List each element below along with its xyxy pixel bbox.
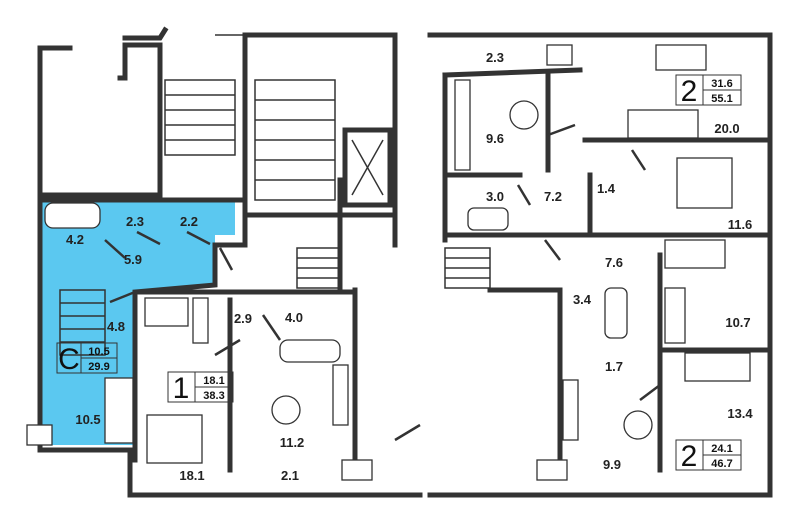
room-area-living: 10.5: [75, 412, 100, 427]
room-area-bathroom: 3.4: [573, 292, 592, 307]
apartment-type: 2: [681, 440, 698, 473]
kitchen-counter: [454, 79, 471, 171]
elevator-icon: [342, 127, 393, 208]
walls-left: [37, 26, 423, 498]
room-area-kitchen: 4.8: [107, 319, 125, 334]
desk-icon: [144, 297, 189, 327]
room-area-wc: 2.2: [180, 214, 198, 229]
doors: [104, 123, 661, 442]
room-area-hall: 7.2: [544, 189, 562, 204]
kitchen-counter: [562, 379, 579, 441]
room-area-kitchen: 9.6: [486, 131, 504, 146]
sofa-icon: [104, 377, 134, 444]
room-labels: 4.2 2.3 2.2 5.9 4.8 10.5 2.9 4.0 11.2 18…: [66, 50, 753, 483]
room-area-kitchen: 9.9: [603, 457, 621, 472]
bed-icon: [146, 414, 203, 464]
sofa-icon: [684, 352, 751, 382]
stairs: [59, 79, 491, 356]
total-area: 55.1: [711, 93, 732, 105]
vent-icon: [341, 459, 373, 481]
studio-apartment-highlight[interactable]: [40, 200, 235, 445]
total-area: 38.3: [203, 390, 224, 402]
kitchen-counter: [332, 364, 349, 426]
room-area-balcony: 2.1: [281, 468, 299, 483]
bathtub-icon: [467, 207, 509, 231]
total-area: 46.7: [711, 458, 732, 470]
room-area-bathroom: 4.2: [66, 232, 84, 247]
table-icon: [271, 395, 301, 425]
apartment-badge-2-room-bottom[interactable]: 2 24.1 46.7: [675, 439, 742, 473]
apartment-badge-1-room[interactable]: 1 18.1 38.3: [167, 371, 234, 405]
vent-icon: [26, 424, 53, 446]
room-area-wc: 1.7: [605, 359, 623, 374]
table-icon: [623, 410, 653, 440]
room-area-balcony: 2.3: [486, 50, 504, 65]
room-area-storage: 2.3: [126, 214, 144, 229]
room-area-bedroom: 11.6: [728, 217, 753, 232]
apartment-badge-studio[interactable]: C 10.5 29.9: [56, 342, 118, 376]
walls-right: [427, 32, 773, 498]
apartment-type: 2: [681, 75, 698, 108]
bathtub-icon: [604, 287, 628, 339]
room-area-living: 20.0: [714, 121, 739, 136]
room-area-wc: 1.4: [597, 181, 616, 196]
wardrobe-icon: [192, 297, 209, 344]
apartment-type: 1: [173, 372, 190, 405]
sofa-icon: [627, 109, 699, 139]
bed-icon: [676, 157, 733, 209]
table-icon: [509, 100, 539, 130]
room-area-hall: 7.6: [605, 255, 623, 270]
furniture: [26, 44, 751, 481]
cabinet-icon: [655, 44, 707, 71]
living-area: 31.6: [711, 78, 732, 90]
room-area-bedroom: 10.7: [725, 315, 750, 330]
vent-icon: [536, 459, 568, 481]
total-area: 29.9: [88, 361, 109, 373]
room-area-hall: 2.9: [234, 311, 252, 326]
apartment-badge-2-room-top[interactable]: 2 31.6 55.1: [675, 74, 742, 108]
room-area-kitchen: 11.2: [280, 435, 305, 450]
room-area-living: 13.4: [727, 406, 753, 421]
living-area: 10.5: [88, 346, 109, 358]
apartment-type: C: [58, 343, 80, 376]
vent-icon: [546, 44, 573, 66]
room-area-bathroom: 3.0: [486, 189, 504, 204]
wardrobe-icon: [664, 287, 686, 344]
living-area: 24.1: [711, 443, 732, 455]
living-area: 18.1: [203, 375, 224, 387]
bathtub-icon: [279, 339, 341, 363]
room-area-hall: 5.9: [124, 252, 142, 267]
desk-icon: [664, 239, 726, 269]
room-area-bedroom: 18.1: [179, 468, 204, 483]
room-area-bathroom: 4.0: [285, 310, 303, 325]
bathtub-icon: [44, 202, 101, 229]
